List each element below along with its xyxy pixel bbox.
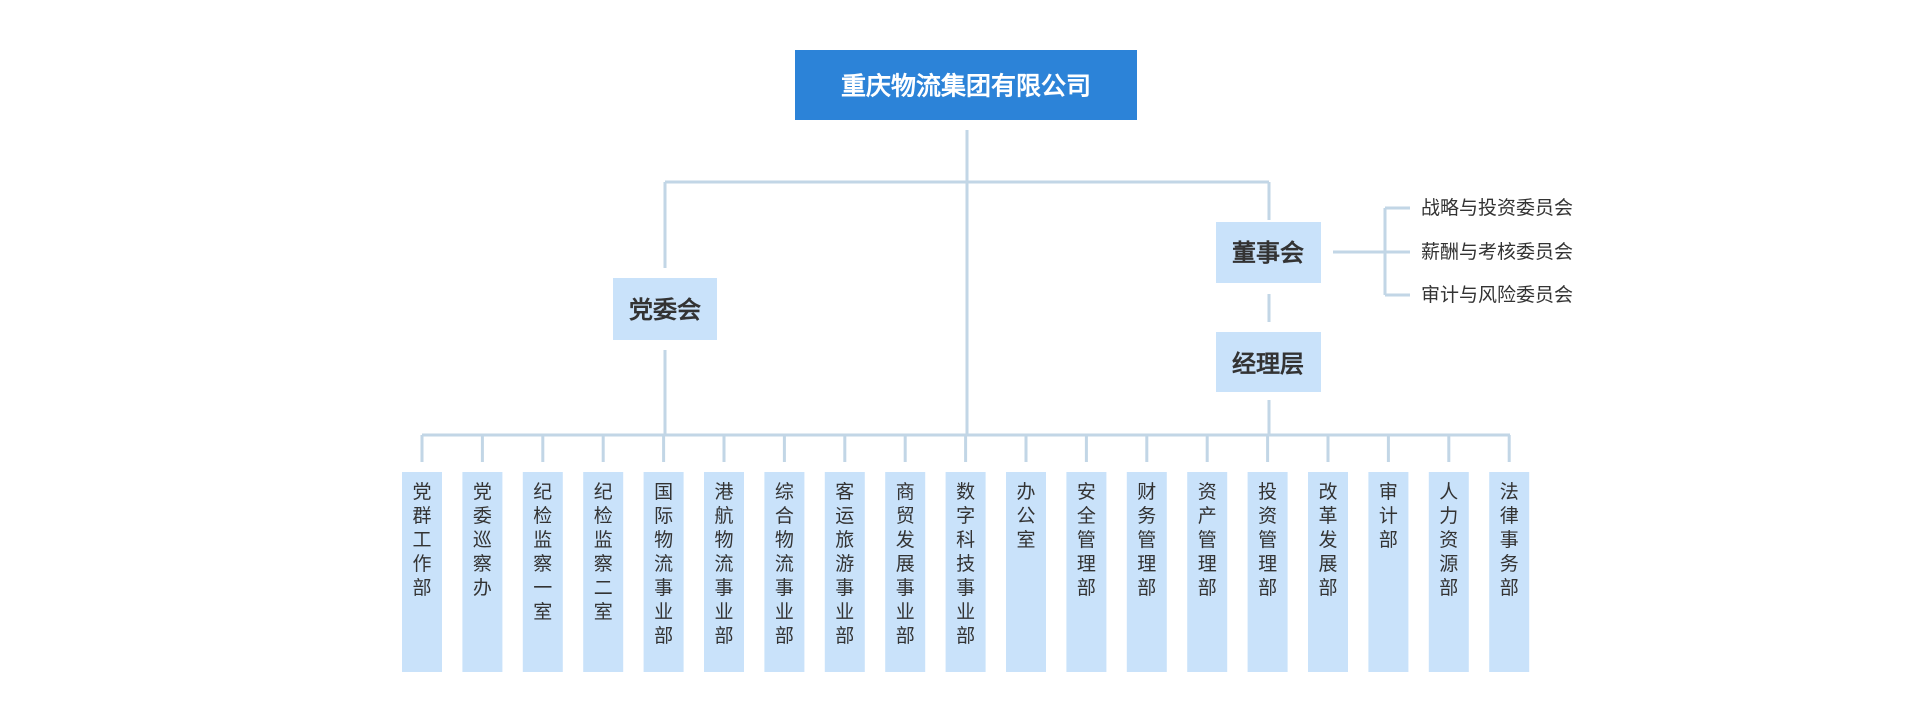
- department-label: 办公室: [1016, 481, 1035, 551]
- department-node: 综合物流事业部: [764, 472, 805, 672]
- department-node: 安全管理部: [1066, 472, 1107, 672]
- committee-list: 战略与投资委员会 薪酬与考核委员会 审计与风险委员会: [1421, 197, 1573, 306]
- department-label: 纪检监察二室: [594, 481, 613, 623]
- department-label: 法律事务部: [1500, 481, 1519, 599]
- department-box: [522, 472, 563, 672]
- department-box: [764, 472, 805, 672]
- board-box: [1216, 222, 1321, 283]
- department-box: [1428, 472, 1469, 672]
- department-label: 改革发展部: [1318, 481, 1337, 599]
- department-node: 党委巡察办: [462, 472, 503, 672]
- party-committee-label: 党委会: [629, 296, 701, 324]
- department-box: [1006, 472, 1046, 672]
- department-node: 港航物流事业部: [704, 472, 744, 672]
- department-node: 改革发展部: [1308, 472, 1348, 672]
- department-label: 数字科技事业部: [956, 481, 975, 647]
- department-box: [643, 472, 684, 672]
- department-node: 国际物流事业部: [643, 472, 684, 672]
- department-node: 资产管理部: [1187, 472, 1228, 672]
- department-row: 党群工作部 党委巡察办 纪检监察一室 纪检监察二室 国际物流事业部 港航物流事业部 综合物流…: [402, 472, 1530, 672]
- department-label: 财务管理部: [1137, 481, 1156, 599]
- root-box: [795, 50, 1137, 120]
- department-box: [704, 472, 744, 672]
- management-label: 经理层: [1232, 350, 1304, 378]
- department-label: 党委巡察办: [473, 481, 492, 599]
- department-box: [583, 472, 624, 672]
- department-box: [402, 472, 442, 672]
- board-label: 董事会: [1232, 239, 1304, 267]
- committee-audit-risk: 审计与风险委员会: [1421, 284, 1573, 306]
- department-node: 商贸发展事业部: [885, 472, 926, 672]
- department-box: [1489, 472, 1530, 672]
- root-label: 重庆物流集团有限公司: [841, 72, 1091, 101]
- department-box: [1126, 472, 1167, 672]
- department-box: [1247, 472, 1288, 672]
- department-node: 数字科技事业部: [945, 472, 986, 672]
- department-box: [1066, 472, 1107, 672]
- department-label: 安全管理部: [1077, 481, 1096, 599]
- department-node: 投资管理部: [1247, 472, 1288, 672]
- root-node: 重庆物流集团有限公司: [795, 50, 1137, 120]
- management-box: [1216, 332, 1321, 392]
- department-label: 港航物流事业部: [714, 481, 733, 647]
- department-label: 国际物流事业部: [654, 481, 673, 647]
- party-committee-node: 党委会: [613, 278, 717, 340]
- management-node: 经理层: [1216, 332, 1321, 392]
- board-node: 董事会: [1216, 222, 1321, 283]
- department-box: [824, 472, 865, 672]
- party-committee-box: [613, 278, 717, 340]
- department-box: [1187, 472, 1228, 672]
- department-node: 法律事务部: [1489, 472, 1530, 672]
- department-node: 审计部: [1368, 472, 1409, 672]
- department-box: [1368, 472, 1409, 672]
- department-node: 党群工作部: [402, 472, 442, 672]
- department-label: 人力资源部: [1439, 481, 1458, 599]
- connectors: [420, 130, 1511, 462]
- department-node: 财务管理部: [1126, 472, 1167, 672]
- department-node: 人力资源部: [1428, 472, 1469, 672]
- department-label: 综合物流事业部: [775, 481, 794, 647]
- committee-strategy-investment: 战略与投资委员会: [1421, 197, 1573, 219]
- department-node: 纪检监察一室: [522, 472, 563, 672]
- department-box: [945, 472, 986, 672]
- department-node: 办公室: [1006, 472, 1046, 672]
- department-label: 投资管理部: [1258, 481, 1277, 599]
- department-node: 纪检监察二室: [583, 472, 624, 672]
- department-label: 审计部: [1379, 481, 1398, 551]
- department-label: 客运旅游事业部: [835, 481, 854, 647]
- department-node: 客运旅游事业部: [824, 472, 865, 672]
- department-label: 资产管理部: [1198, 481, 1217, 599]
- department-label: 商贸发展事业部: [896, 481, 915, 647]
- committee-compensation-assessment: 薪酬与考核委员会: [1421, 241, 1573, 263]
- department-label: 党群工作部: [412, 481, 431, 599]
- department-box: [885, 472, 926, 672]
- department-drop-lines: [420, 435, 1511, 462]
- department-label: 纪检监察一室: [533, 481, 552, 623]
- department-box: [462, 472, 503, 672]
- department-box: [1308, 472, 1348, 672]
